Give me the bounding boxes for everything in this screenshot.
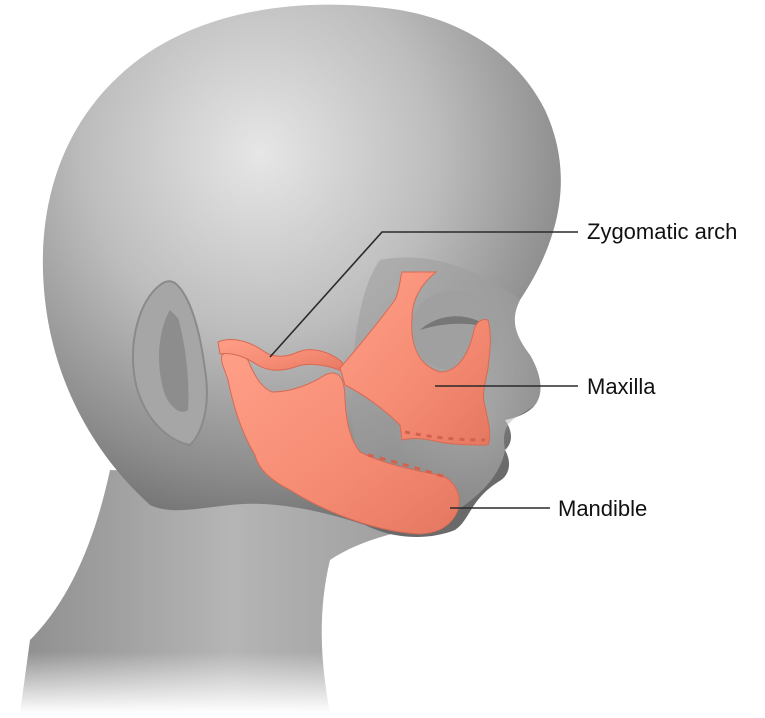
zygomatic-arch-label: Zygomatic arch [587, 221, 737, 243]
neck-fade [0, 560, 440, 713]
mandible-label: Mandible [558, 498, 647, 520]
maxilla-label: Maxilla [587, 376, 655, 398]
